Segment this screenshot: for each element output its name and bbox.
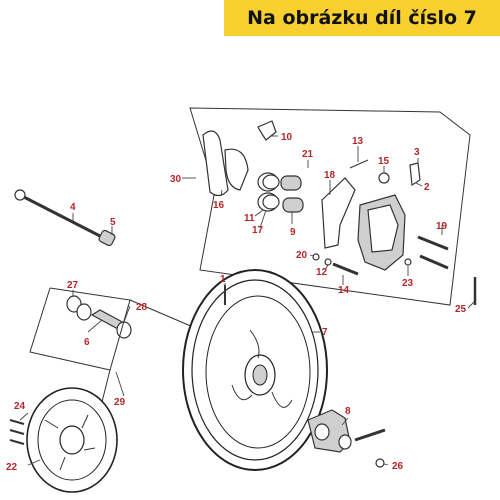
callout-27: 27 — [67, 280, 79, 291]
slide-pins — [417, 235, 449, 270]
callout-17: 17 — [252, 225, 264, 236]
callout-1: 1 — [220, 274, 226, 285]
callout-4: 4 — [70, 202, 76, 213]
callout-21: 21 — [302, 149, 314, 160]
pad-spring — [257, 120, 277, 141]
caliper-pistons — [257, 172, 304, 213]
callout-8: 8 — [345, 406, 351, 417]
banner-text: Na obrázku díl číslo 7 — [247, 7, 477, 29]
callout-28: 28 — [136, 302, 148, 313]
part-banner: Na obrázku díl číslo 7 — [224, 0, 500, 36]
brake-pads — [202, 130, 249, 197]
callout-10: 10 — [281, 132, 293, 143]
callout-22: 22 — [6, 462, 18, 473]
callout-13: 13 — [352, 136, 364, 147]
callout-16: 16 — [213, 200, 225, 211]
front-axle — [14, 189, 116, 247]
callout-20: 20 — [296, 250, 308, 261]
callout-25: 25 — [455, 304, 467, 315]
caliper-bracket — [321, 177, 356, 249]
callout-2: 2 — [424, 182, 430, 193]
callout-3: 3 — [414, 147, 420, 158]
callout-15: 15 — [378, 156, 390, 167]
rear-wheel — [182, 269, 328, 471]
callout-5: 5 — [110, 217, 116, 228]
callout-14: 14 — [338, 285, 350, 296]
callout-11: 11 — [244, 213, 255, 224]
callout-6: 6 — [84, 337, 90, 348]
caliper-body — [357, 194, 406, 271]
caliper-bolts — [349, 159, 390, 184]
disc-bolts — [9, 419, 25, 445]
callout-29: 29 — [114, 397, 126, 408]
callout-19: 19 — [436, 221, 448, 232]
callout-18: 18 — [324, 170, 336, 181]
bleed-screw — [409, 162, 421, 187]
callout-23: 23 — [402, 278, 414, 289]
callout-30: 30 — [170, 174, 182, 185]
callout-7: 7 — [322, 327, 328, 338]
callout-leaders — [19, 135, 475, 466]
callout-26: 26 — [392, 461, 404, 472]
callout-9: 9 — [290, 227, 296, 238]
wheel-bearings — [66, 295, 132, 339]
callout-12: 12 — [316, 267, 328, 278]
callout-24: 24 — [14, 401, 26, 412]
hub-drive — [307, 409, 386, 468]
brake-disc — [26, 387, 118, 493]
